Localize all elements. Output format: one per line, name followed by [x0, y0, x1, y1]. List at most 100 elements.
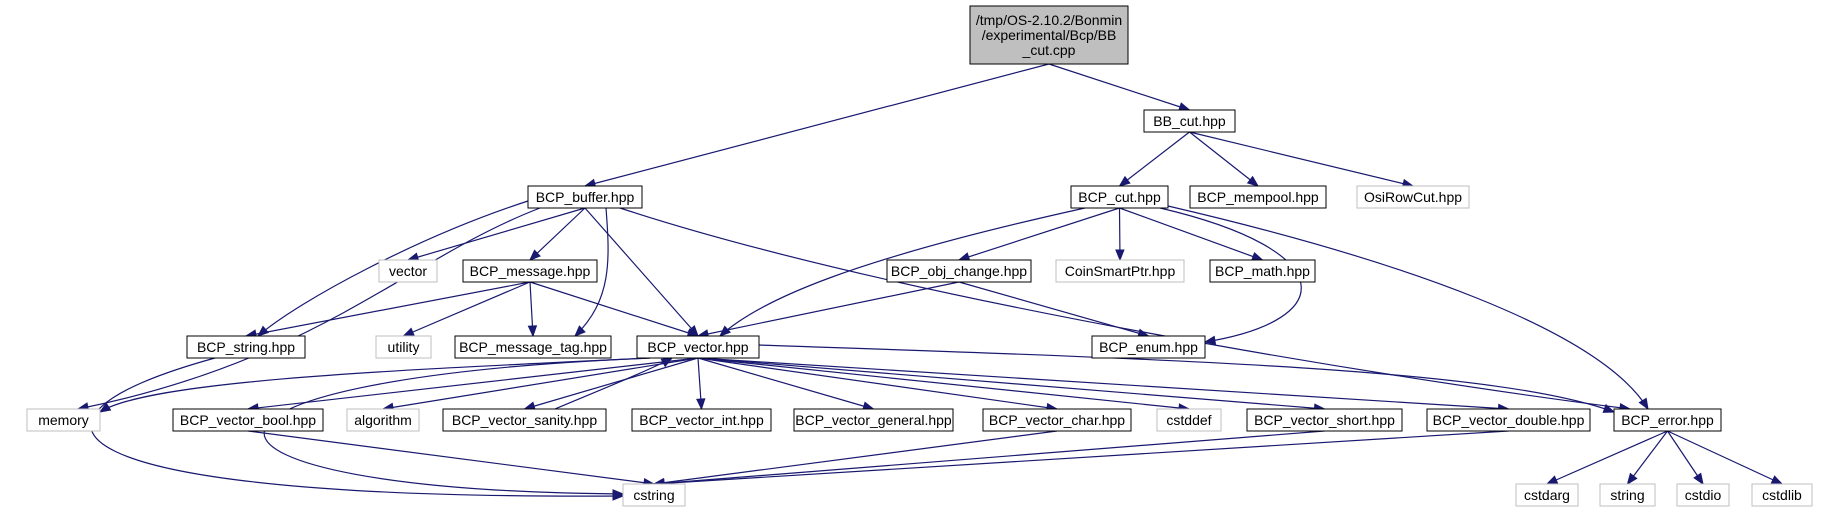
node-label: algorithm [354, 412, 412, 428]
node-label: BCP_vector_double.hpp [1433, 412, 1585, 428]
node-box [1515, 483, 1579, 507]
edge-bcp_error-to-cstdlib [1667, 430, 1784, 485]
node-label: BB_cut.hpp [1153, 113, 1226, 129]
edge-bcp_message-to-bcp_vector [529, 281, 700, 338]
node-bcp-error[interactable]: BCP_error.hpp [1613, 408, 1722, 432]
node-box [793, 408, 954, 432]
node-label: BCP_vector_general.hpp [795, 412, 952, 428]
node-label: cstdio [1685, 487, 1722, 503]
edge-bcp_message-to-bcp_string [244, 281, 531, 339]
node-label: BCP_buffer.hpp [536, 189, 635, 205]
node-box [1209, 259, 1316, 283]
node-label: BCP_error.hpp [1621, 412, 1714, 428]
node-label: BCP_vector_bool.hpp [180, 412, 316, 428]
node-bcp-mempool[interactable]: BCP_mempool.hpp [1189, 185, 1327, 209]
node-cstdio: cstdio [1676, 483, 1730, 507]
node-bcp-buffer[interactable]: BCP_buffer.hpp [527, 185, 643, 209]
node-label: OsiRowCut.hpp [1364, 189, 1462, 205]
node-bcp-cut[interactable]: BCP_cut.hpp [1070, 185, 1169, 209]
node-label: /experimental/Bcp/BB [982, 27, 1117, 43]
edge-bcp_vector-to-algorithm [381, 357, 699, 412]
node-box [186, 335, 306, 359]
node-bcp-vector-general[interactable]: BCP_vector_general.hpp [793, 408, 954, 432]
node-box [631, 408, 772, 432]
node-bcp-vector-bool[interactable]: BCP_vector_bool.hpp [172, 408, 324, 432]
edge-bcp_buffer-to-bcp_error [619, 207, 1632, 413]
edge-bcp_vector-to-bcp_vector_sanity [523, 357, 699, 411]
edge-bcp_vector_double-to-cstring [652, 430, 1509, 489]
node-layer: /tmp/OS-2.10.2/Bonmin/experimental/Bcp/B… [26, 5, 1813, 507]
node-box [1676, 483, 1730, 507]
edge-bcp_vector-to-bcp_vector_char [697, 357, 1059, 413]
node-osirowcut: OsiRowCut.hpp [1356, 185, 1470, 209]
edge-bcp_vector_bool-to-cstring [247, 430, 656, 488]
node-box [1070, 185, 1169, 209]
node-label: CoinSmartPtr.hpp [1065, 263, 1176, 279]
node-coinsmartptr: CoinSmartPtr.hpp [1055, 259, 1185, 283]
node-box [1751, 483, 1813, 507]
edge-bcp_vector-to-bcp_vector_double [697, 357, 1510, 414]
node-label: BCP_enum.hpp [1099, 339, 1198, 355]
node-box [442, 408, 607, 432]
node-label: /tmp/OS-2.10.2/Bonmin [976, 12, 1122, 28]
node-utility: utility [375, 335, 432, 359]
node-box [1189, 185, 1327, 209]
node-label: cstdlib [1762, 487, 1802, 503]
edge-bcp_error-to-string [1626, 430, 1668, 486]
node-bcp-obj-change[interactable]: BCP_obj_change.hpp [886, 259, 1032, 283]
node-bcp-vector-short[interactable]: BCP_vector_short.hpp [1246, 408, 1403, 432]
node-string: string [1599, 483, 1656, 507]
node-bcp-message-tag[interactable]: BCP_message_tag.hpp [454, 335, 612, 359]
node-bcp-vector-double[interactable]: BCP_vector_double.hpp [1426, 408, 1591, 432]
node-label: BCP_message_tag.hpp [459, 339, 607, 355]
edge-bcp_message-to-utility [402, 281, 531, 337]
edge-bb_cut-to-bcp_mempool [1189, 131, 1260, 187]
node-label: memory [38, 412, 89, 428]
node-label: BCP_vector_int.hpp [639, 412, 764, 428]
node-bcp-enum[interactable]: BCP_enum.hpp [1091, 335, 1206, 359]
node-box [527, 185, 643, 209]
node-box [1156, 408, 1222, 432]
node-box [1599, 483, 1656, 507]
node-bcp-message[interactable]: BCP_message.hpp [462, 259, 598, 283]
edge-bcp_vector_sanity-to-bcp_vector [554, 357, 674, 410]
node-label: vector [389, 263, 427, 279]
edge-bcp_buffer-to-bcp_message_tag [574, 207, 609, 337]
node-box [462, 259, 598, 283]
edge-root-to-bcp_buffer [583, 63, 1050, 188]
node-box [1091, 335, 1206, 359]
edge-bcp_vector-to-bcp_vector_bool [246, 357, 699, 413]
node-box [636, 335, 760, 359]
node-label: BCP_vector.hpp [647, 339, 748, 355]
node-label: cstring [633, 487, 674, 503]
node-box [1356, 185, 1470, 209]
edge-bcp_vector-to-cstddef [697, 357, 1191, 413]
node-root[interactable]: /tmp/OS-2.10.2/Bonmin/experimental/Bcp/B… [969, 5, 1129, 65]
node-box [454, 335, 612, 359]
node-label: BCP_vector_sanity.hpp [452, 412, 597, 428]
node-algorithm: algorithm [346, 408, 420, 432]
node-bb-cut[interactable]: BB_cut.hpp [1143, 109, 1236, 133]
node-label: BCP_vector_char.hpp [989, 412, 1125, 428]
node-box [1426, 408, 1591, 432]
node-label: BCP_cut.hpp [1078, 189, 1161, 205]
node-label: string [1610, 487, 1644, 503]
node-bcp-string[interactable]: BCP_string.hpp [186, 335, 306, 359]
node-bcp-vector-sanity[interactable]: BCP_vector_sanity.hpp [442, 408, 607, 432]
node-label: BCP_string.hpp [197, 339, 295, 355]
edge-bcp_buffer-to-vector [406, 207, 586, 262]
node-label: BCP_vector_short.hpp [1254, 412, 1395, 428]
node-bcp-math[interactable]: BCP_math.hpp [1209, 259, 1316, 283]
edge-bcp_message-to-bcp_message_tag [527, 281, 538, 338]
edge-bcp_vector-to-bcp_vector_int [696, 357, 706, 411]
node-bcp-vector[interactable]: BCP_vector.hpp [636, 335, 760, 359]
edge-bcp_error-to-cstdarg [1545, 430, 1668, 485]
node-label: BCP_math.hpp [1215, 263, 1310, 279]
edge-bcp_cut-to-coinsmartptr [1115, 207, 1125, 262]
node-bcp-vector-char[interactable]: BCP_vector_char.hpp [982, 408, 1132, 432]
node-bcp-vector-int[interactable]: BCP_vector_int.hpp [631, 408, 772, 432]
node-box [982, 408, 1132, 432]
node-cstring: cstring [622, 483, 686, 507]
edge-bcp_obj_change-to-bcp_enum [958, 281, 1150, 338]
